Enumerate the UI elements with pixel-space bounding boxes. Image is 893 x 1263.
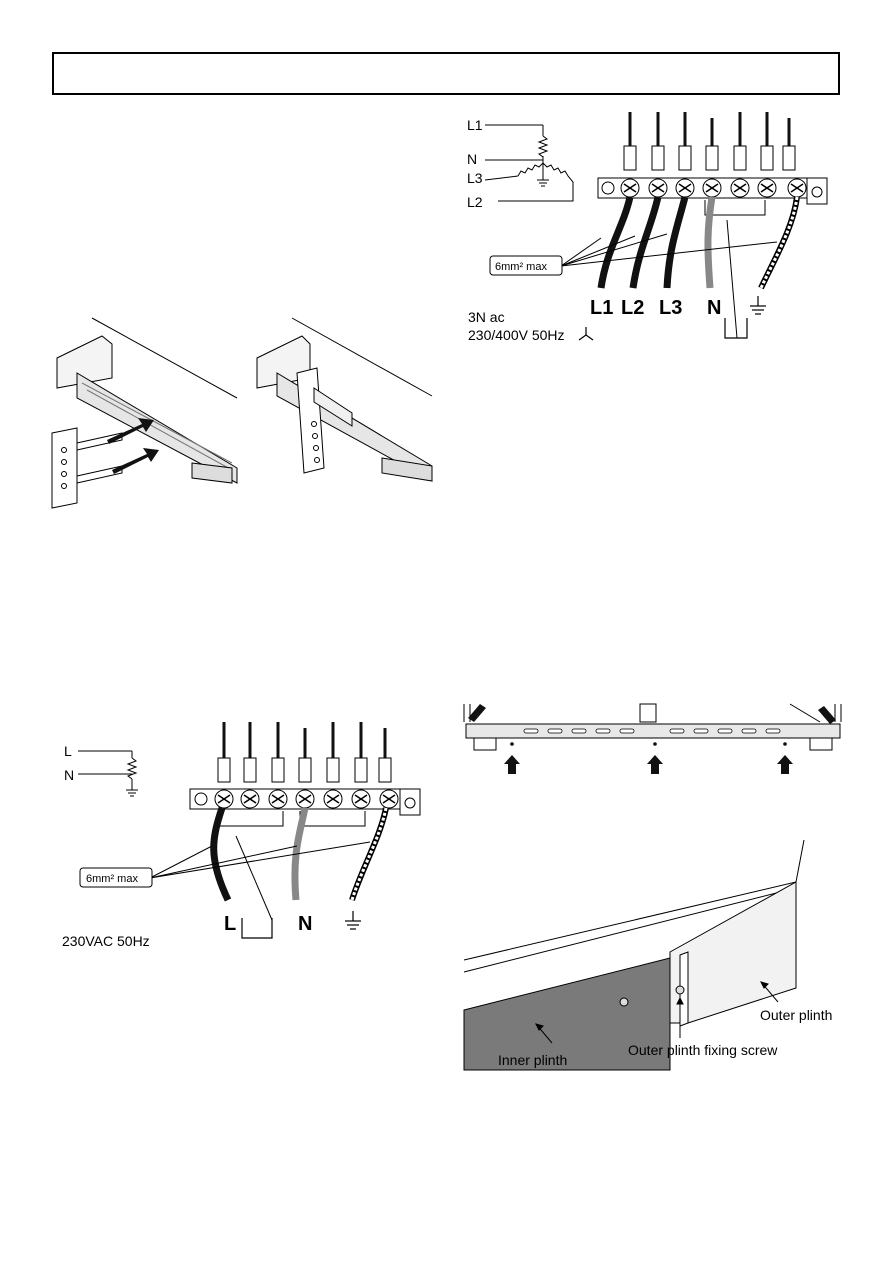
label-n: N: [64, 767, 74, 783]
cable-size-box: [79, 867, 153, 888]
fixing-screw-label: Outer plinth fixing screw: [628, 1042, 778, 1058]
star-wye-icon: [578, 327, 594, 341]
cable-size-label: 6mm² max: [86, 873, 138, 885]
label-l2: L2: [467, 194, 483, 210]
label-n: N: [467, 151, 477, 167]
terminal-l: L: [224, 913, 236, 935]
plinth-bracket-illustration: [51, 317, 433, 509]
plinth-rail-illustration: [463, 703, 842, 774]
earth-ground-icon: [345, 911, 361, 930]
single-phase-wiring-diagram: L N: [62, 722, 421, 949]
terminal-n: N: [707, 297, 721, 319]
terminal-l1: L1: [590, 297, 613, 319]
supply-line-1: 3N ac: [468, 309, 505, 325]
supply-label: 230VAC 50Hz: [62, 933, 150, 949]
label-l1: L1: [467, 117, 483, 133]
plinth-fixing-illustration: Outer plinth Inner plinth Outer plinth f…: [463, 839, 832, 1071]
inner-plinth-label: Inner plinth: [498, 1052, 567, 1068]
label-l: L: [64, 743, 72, 759]
earth-ground-icon: [750, 296, 766, 315]
terminal-l2: L2: [621, 297, 644, 319]
terminal-n: N: [298, 913, 312, 935]
page-header-box: [52, 52, 840, 95]
label-l3: L3: [467, 170, 483, 186]
cable-size-label: 6mm² max: [495, 261, 547, 273]
outer-plinth-label: Outer plinth: [760, 1007, 832, 1023]
supply-line-2: 230/400V 50Hz: [468, 327, 565, 343]
terminal-l3: L3: [659, 297, 682, 319]
cable-size-box: [489, 255, 563, 276]
three-phase-wiring-diagram: L1 N L3 L2: [467, 112, 828, 343]
